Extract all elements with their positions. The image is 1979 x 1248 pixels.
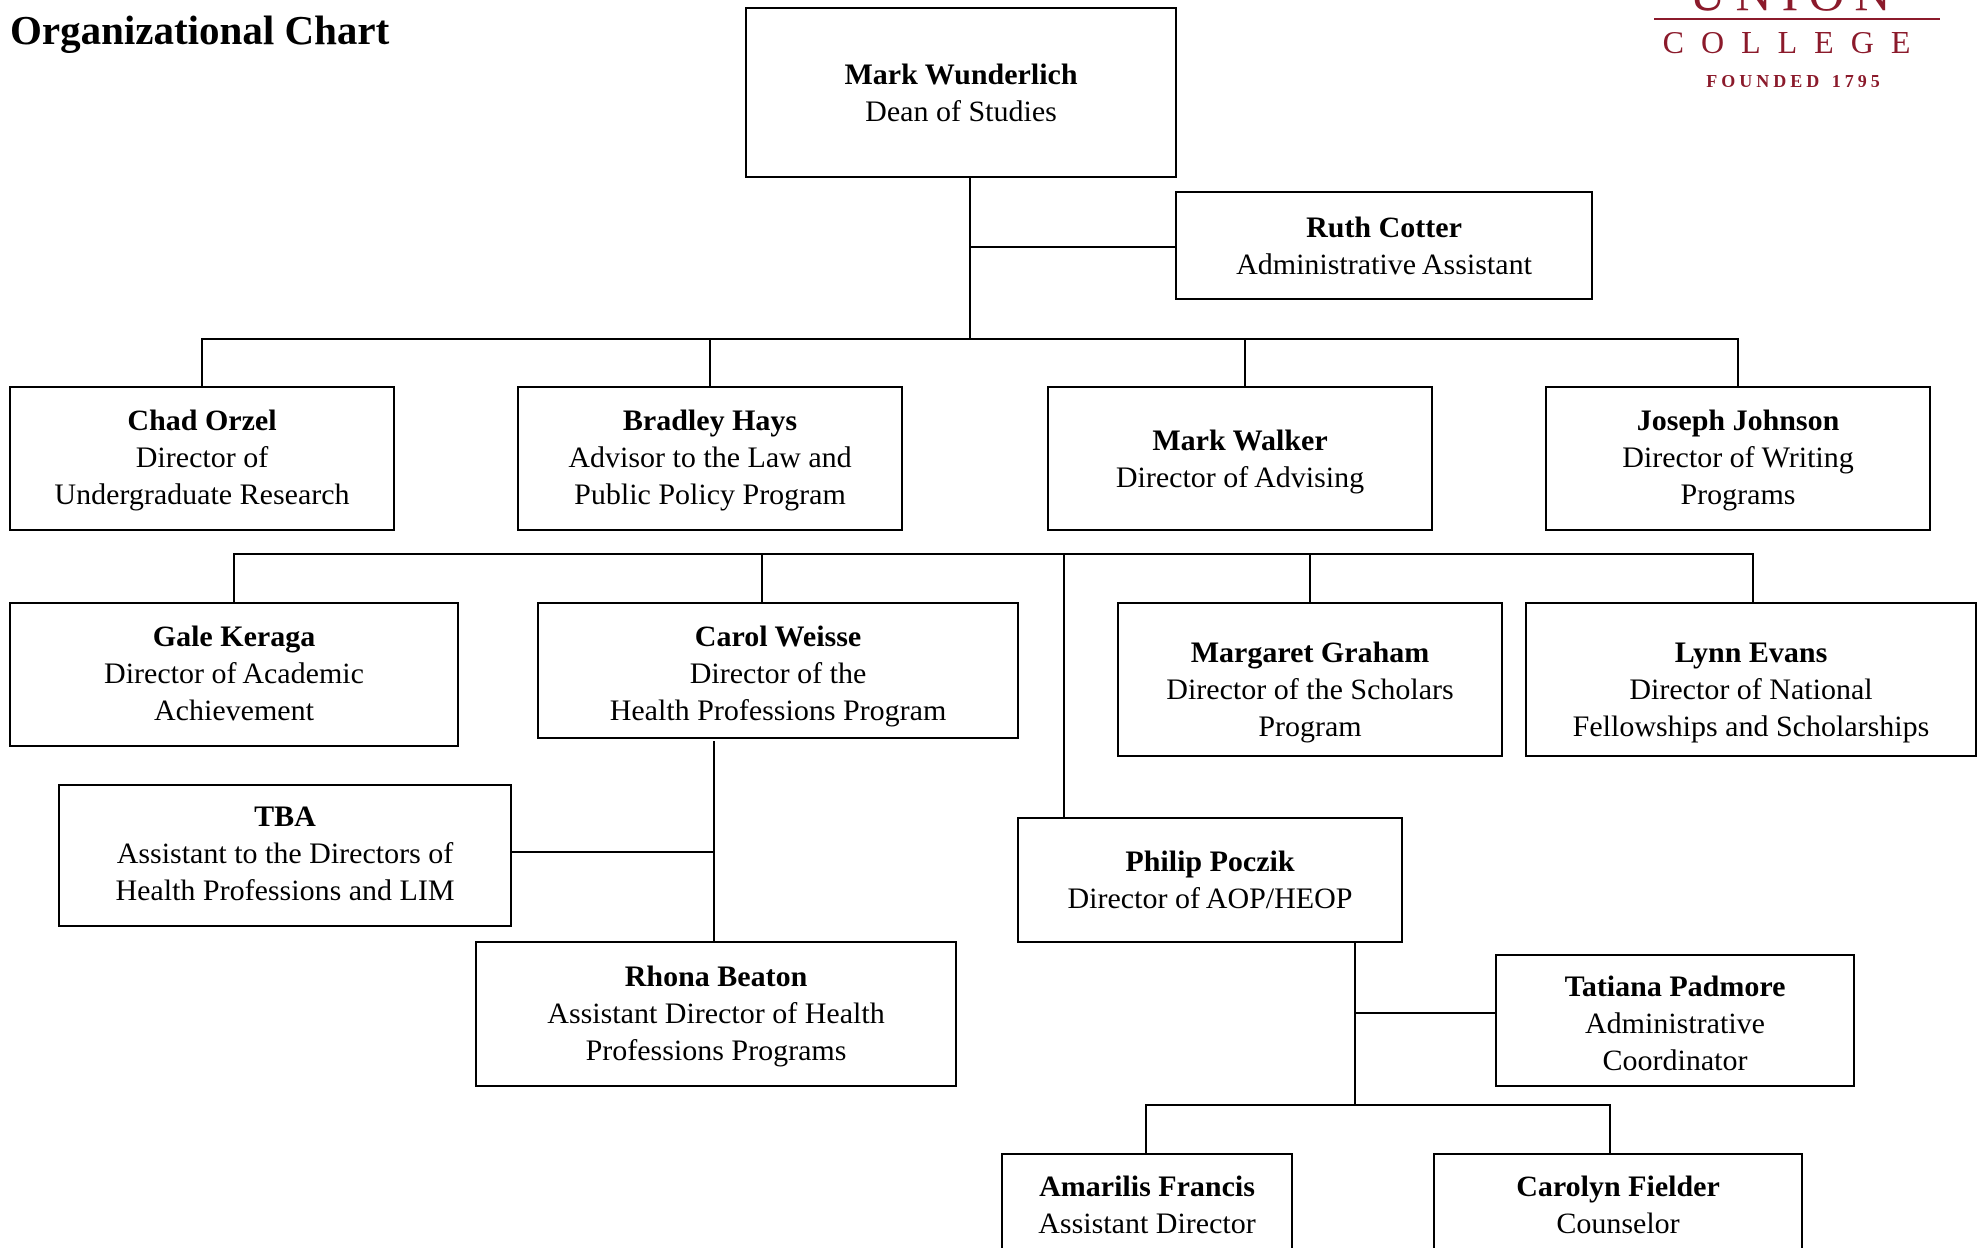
connector-line — [1752, 553, 1754, 602]
connector-line — [1354, 941, 1356, 1106]
box-carol-weisse: Carol Weisse Director of the Health Prof… — [537, 602, 1019, 739]
person-title: Counselor — [1556, 1207, 1680, 1240]
box-bradley-hays: Bradley Hays Advisor to the Law and Publ… — [517, 386, 903, 531]
person-name: Bradley Hays — [622, 404, 798, 437]
box-chad-orzel: Chad Orzel Director of Undergraduate Res… — [9, 386, 395, 531]
person-title: Director of Advising — [1115, 460, 1365, 494]
person-title: Advisor to the Law and Public Policy Pro… — [568, 441, 852, 511]
person-title: Director of Undergraduate Research — [54, 441, 350, 511]
person-name: Chad Orzel — [127, 404, 277, 437]
person-title: Director of Writing Programs — [1622, 441, 1854, 511]
page-title: Organizational Chart — [10, 7, 390, 53]
person-name: Lynn Evans — [1674, 636, 1828, 669]
connector-line — [713, 741, 715, 942]
person-title: Director of National Fellowships and Sch… — [1572, 673, 1930, 743]
connector-line — [1609, 1104, 1611, 1154]
person-name: Philip Poczik — [1125, 845, 1295, 878]
box-margaret-graham: Margaret Graham Director of the Scholars… — [1117, 602, 1503, 757]
box-amarilis-francis: Amarilis Francis Assistant Director — [1001, 1153, 1293, 1248]
person-name: Tatiana Padmore — [1564, 970, 1786, 1003]
person-title: Assistant to the Directors of Health Pro… — [115, 837, 455, 907]
connector-line — [761, 553, 763, 602]
connector-line — [201, 338, 1739, 340]
person-title: Assistant Director — [1038, 1207, 1256, 1240]
person-title: Director of the Health Professions Progr… — [609, 657, 947, 727]
person-title: Administrative Assistant — [1236, 247, 1532, 281]
person-name: Margaret Graham — [1190, 636, 1430, 669]
box-mark-walker: Mark Walker Director of Advising — [1047, 386, 1433, 531]
person-title: Director of Academic Achievement — [104, 657, 364, 727]
logo-founded: FOUNDED 1795 — [1706, 71, 1884, 91]
person-name: Mark Walker — [1152, 423, 1328, 457]
box-philip-poczik: Philip Poczik Director of AOP/HEOP — [1017, 817, 1403, 943]
box-rhona-beaton: Rhona Beaton Assistant Director of Healt… — [475, 941, 957, 1087]
box-gale-keraga: Gale Keraga Director of Academic Achieve… — [9, 602, 459, 747]
person-name: Rhona Beaton — [624, 960, 808, 993]
person-name: Ruth Cotter — [1306, 210, 1462, 244]
box-ruth-cotter: Ruth Cotter Administrative Assistant — [1175, 191, 1593, 300]
box-tatiana-padmore: Tatiana Padmore Administrative Coordinat… — [1495, 954, 1855, 1087]
person-name: Carol Weisse — [694, 620, 862, 653]
person-title: Assistant Director of Health Professions… — [547, 997, 885, 1067]
connector-line — [1063, 553, 1065, 819]
box-joseph-johnson: Joseph Johnson Director of Writing Progr… — [1545, 386, 1931, 531]
logo-wordmark-union: UNION — [1640, 0, 1950, 18]
box-tba: TBA Assistant to the Directors of Health… — [58, 784, 512, 927]
connector-line — [512, 851, 714, 853]
connector-line — [233, 553, 1754, 555]
connector-line — [201, 338, 203, 386]
person-title: Dean of Studies — [865, 95, 1057, 128]
person-title: Administrative Coordinator — [1585, 1007, 1765, 1077]
person-name: Amarilis Francis — [1039, 1170, 1255, 1203]
connector-line — [709, 338, 711, 386]
connector-line — [1354, 1012, 1497, 1014]
logo-rule — [1654, 18, 1940, 20]
box-lynn-evans: Lynn Evans Director of National Fellowsh… — [1525, 602, 1977, 757]
connector-line — [1145, 1104, 1611, 1106]
person-name: Carolyn Fielder — [1516, 1170, 1720, 1203]
box-carolyn-fielder: Carolyn Fielder Counselor — [1433, 1153, 1803, 1248]
connector-line — [1309, 553, 1311, 602]
connector-line — [969, 178, 971, 340]
person-title: Director of AOP/HEOP — [1067, 882, 1353, 915]
connector-line — [1737, 338, 1739, 386]
person-name: Joseph Johnson — [1636, 404, 1840, 437]
person-name: Gale Keraga — [152, 620, 316, 653]
connector-line — [969, 246, 1176, 248]
connector-line — [1145, 1104, 1147, 1154]
person-name: TBA — [254, 800, 316, 833]
person-title: Director of the Scholars Program — [1166, 673, 1454, 743]
connector-line — [233, 553, 235, 602]
union-college-logo: UNION COLLEGE FOUNDED 1795 — [1640, 0, 1950, 100]
logo-wordmark-college: COLLEGE — [1662, 24, 1928, 60]
connector-line — [1244, 338, 1246, 386]
person-name: Mark Wunderlich — [844, 58, 1078, 91]
box-mark-wunderlich: Mark Wunderlich Dean of Studies — [745, 7, 1177, 178]
